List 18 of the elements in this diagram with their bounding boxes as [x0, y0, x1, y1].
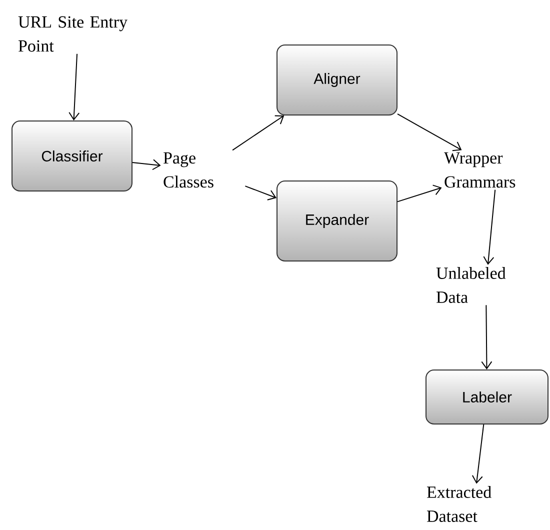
- arrow: [483, 189, 496, 265]
- text-label: Wrapper Grammars: [444, 152, 516, 188]
- arrow: [244, 186, 276, 200]
- text-label: Page Classes: [164, 152, 214, 188]
- arrow: [132, 159, 161, 170]
- process-box: Expander: [276, 180, 398, 262]
- arrow: [481, 304, 492, 370]
- arrow: [397, 184, 442, 202]
- text-label: Extracted Dataset: [426, 486, 492, 522]
- text-label: URL Site Entry Point: [18, 16, 128, 52]
- text-label: Unlabeled Data: [436, 267, 506, 303]
- process-box: Aligner: [276, 44, 398, 116]
- arrow: [397, 114, 462, 152]
- process-box: Classifier: [12, 120, 132, 192]
- arrow: [232, 115, 284, 151]
- arrow: [68, 53, 80, 120]
- arrow: [472, 424, 484, 484]
- process-box: Labeler: [426, 370, 548, 424]
